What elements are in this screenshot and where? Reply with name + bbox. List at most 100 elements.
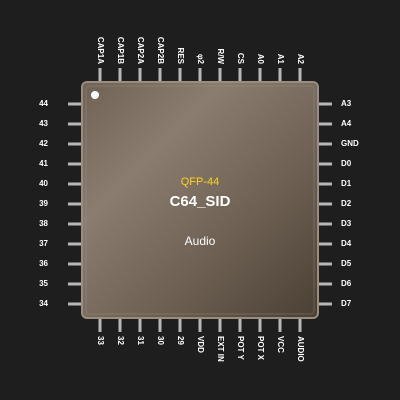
pin-left-4 [68,182,82,186]
pin-left-3 [68,162,82,166]
chip-category: Audio [185,234,216,248]
pin-label-right-9: D6 [341,279,352,288]
pin-bottom-4 [178,318,182,332]
pin-label-left-8: 36 [39,259,48,268]
pin-bottom-5 [198,318,202,332]
pin-label-top-2: CAP2A [136,37,145,64]
pin-left-8 [68,262,82,266]
pin-label-left-7: 37 [39,239,48,248]
pin-label-top-6: R/W [216,48,225,64]
pin-label-top-9: A1 [276,54,285,65]
pin-label-top-3: CAP2B [156,37,165,64]
chip-body-inner-border [85,85,315,315]
pin-label-top-10: A2 [296,54,305,65]
pin-bottom-6 [218,318,222,332]
pin-top-7 [238,68,242,82]
pin-right-8 [318,262,332,266]
pin-bottom-8 [258,318,262,332]
pin-top-9 [278,68,282,82]
pin-label-top-4: RES [176,48,185,65]
pin-label-bottom-3: 30 [156,336,165,345]
pin-label-bottom-2: 31 [136,336,145,345]
pin-label-top-0: CAP1A [96,37,105,64]
pin-left-10 [68,302,82,306]
pin-top-10 [298,68,302,82]
pin-bottom-2 [138,318,142,332]
pin-label-bottom-5: VDD [196,336,205,353]
pin-label-left-9: 35 [39,279,48,288]
pin-right-4 [318,182,332,186]
bottom-pins: 33 32 31 30 29 VDD EXT IN POT Y POT X VCC AUDIO [96,318,305,362]
pin-label-bottom-10: AUDIO [296,336,305,362]
pin-label-top-5: φ2 [196,54,205,65]
pin-top-4 [178,68,182,82]
pin-left-7 [68,242,82,246]
pin-label-bottom-4: 29 [176,336,185,345]
pin-top-5 [198,68,202,82]
pin-label-left-1: 43 [39,119,48,128]
pin-bottom-10 [298,318,302,332]
pin-label-right-2: GND [341,139,359,148]
pin-label-left-3: 41 [39,159,48,168]
pin-top-8 [258,68,262,82]
pin-label-top-1: CAP1B [116,37,125,64]
pin-label-bottom-1: 32 [116,336,125,345]
pin-label-right-1: A4 [341,119,352,128]
left-pins: 44 43 42 41 40 39 38 37 36 35 34 [39,99,82,308]
pin-label-left-10: 34 [39,299,48,308]
pin-label-top-8: A0 [256,54,265,65]
pin-label-bottom-9: VCC [276,336,285,353]
package-label: QFP-44 [181,176,220,188]
pin-label-right-6: D3 [341,219,352,228]
pin1-indicator-dot [91,91,99,99]
pin-left-9 [68,282,82,286]
pin-label-top-7: CS [236,53,245,65]
pin-right-0 [318,102,332,106]
pin-label-left-4: 40 [39,179,48,188]
pin-top-3 [158,68,162,82]
pin-label-right-4: D1 [341,179,352,188]
pin-left-0 [68,102,82,106]
pin-label-bottom-6: EXT IN [216,336,225,362]
pin-bottom-9 [278,318,282,332]
pin-right-5 [318,202,332,206]
pin-bottom-3 [158,318,162,332]
pin-top-0 [98,68,102,82]
pin-label-right-7: D4 [341,239,352,248]
chip-body [81,81,319,319]
pin-label-right-0: A3 [341,99,352,108]
pin-right-6 [318,222,332,226]
top-pins: CAP1A CAP1B CAP2A CAP2B RES φ2 R/W CS A0 A1 A2 [96,37,305,82]
pin-label-bottom-0: 33 [96,336,105,345]
pin-label-bottom-7: POT Y [236,336,245,361]
pin-left-6 [68,222,82,226]
pin-label-left-6: 38 [39,219,48,228]
pin-bottom-1 [118,318,122,332]
pin-right-2 [318,142,332,146]
pin-label-bottom-8: POT X [256,336,265,361]
pin-label-left-5: 39 [39,199,48,208]
pin-top-1 [118,68,122,82]
pin-label-left-0: 44 [39,99,48,108]
pin-right-9 [318,282,332,286]
pin-bottom-0 [98,318,102,332]
pin-right-1 [318,122,332,126]
pin-top-2 [138,68,142,82]
pin-label-left-2: 42 [39,139,48,148]
pin-label-right-5: D2 [341,199,352,208]
pin-right-3 [318,162,332,166]
pin-bottom-7 [238,318,242,332]
chip-name: C64_SID [170,193,231,210]
pin-right-7 [318,242,332,246]
pin-right-10 [318,302,332,306]
pin-label-right-8: D5 [341,259,352,268]
pin-top-6 [218,68,222,82]
pin-label-right-3: D0 [341,159,352,168]
pin-label-right-10: D7 [341,299,352,308]
pin-left-2 [68,142,82,146]
pin-left-5 [68,202,82,206]
pin-left-1 [68,122,82,126]
